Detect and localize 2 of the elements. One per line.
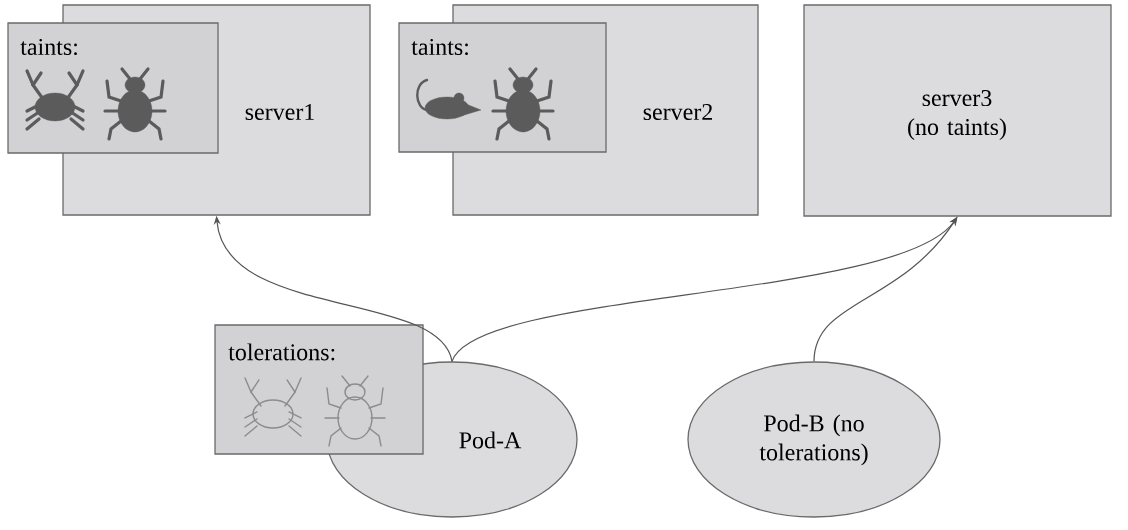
tolerations-panel: tolerations: [214, 324, 424, 455]
server-box: server3 (no taints) [803, 4, 1112, 217]
